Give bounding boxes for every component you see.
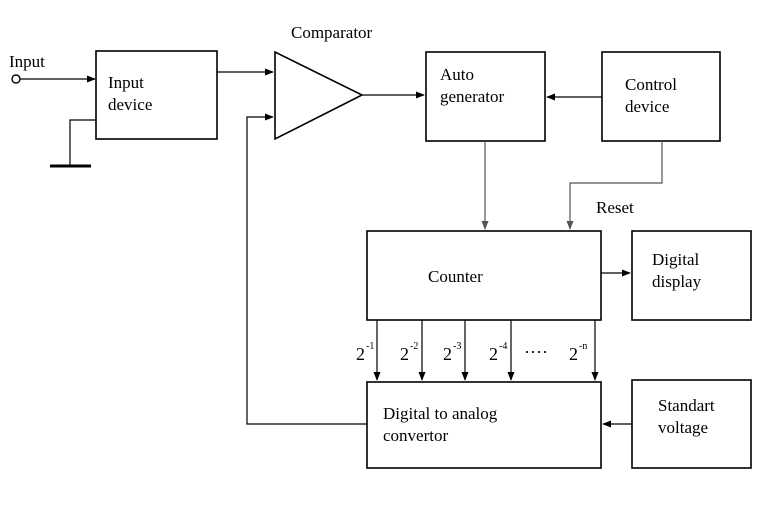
control-device-label-line2: device [625,97,669,116]
bit-weight-n-base: 2 [569,344,578,364]
auto-generator-label-line1: Auto [440,65,474,84]
input-terminal [11,74,21,84]
input-device-label-line2: device [108,95,152,114]
bit-weight-4-exponent: -4 [499,341,507,352]
bit-weight-n-exponent: -n [579,341,587,352]
bit-weight-2-base: 2 [400,344,409,364]
digital-display-label-line2: display [652,272,702,291]
bit-weight-1-base: 2 [356,344,365,364]
bit-weight-1-exponent: -1 [366,341,374,352]
dac-label-line1: Digital to analog [383,404,498,423]
counter-label: Counter [428,267,483,286]
reset-label: Reset [596,198,634,217]
bit-weight-3-base: 2 [443,344,452,364]
input-label: Input [9,52,45,71]
counter-block [366,230,602,321]
input-device-block [95,50,218,140]
bit-weight-3-exponent: -3 [453,341,461,352]
ground-wire [69,119,96,165]
feedback-wire [246,113,367,425]
control-device-label-line1: Control [625,75,677,94]
digital-display-label-line1: Digital [652,250,699,269]
bit-ellipsis: ···· [524,342,548,362]
reset-wire [566,141,663,230]
standart-voltage-label-line2: voltage [658,418,708,437]
bit-weight-2-exponent: -2 [410,341,418,352]
standart-voltage-label-line1: Standart [658,396,715,415]
dac-block [366,381,602,469]
comparator-label: Comparator [291,23,373,42]
bit-weight-4-base: 2 [489,344,498,364]
digital-display-block [631,230,752,321]
auto-generator-label-line2: generator [440,87,505,106]
dac-label-line2: convertor [383,426,448,445]
control-device-block [601,51,721,142]
input-device-label-line1: Input [108,73,144,92]
comparator-triangle [274,50,364,141]
